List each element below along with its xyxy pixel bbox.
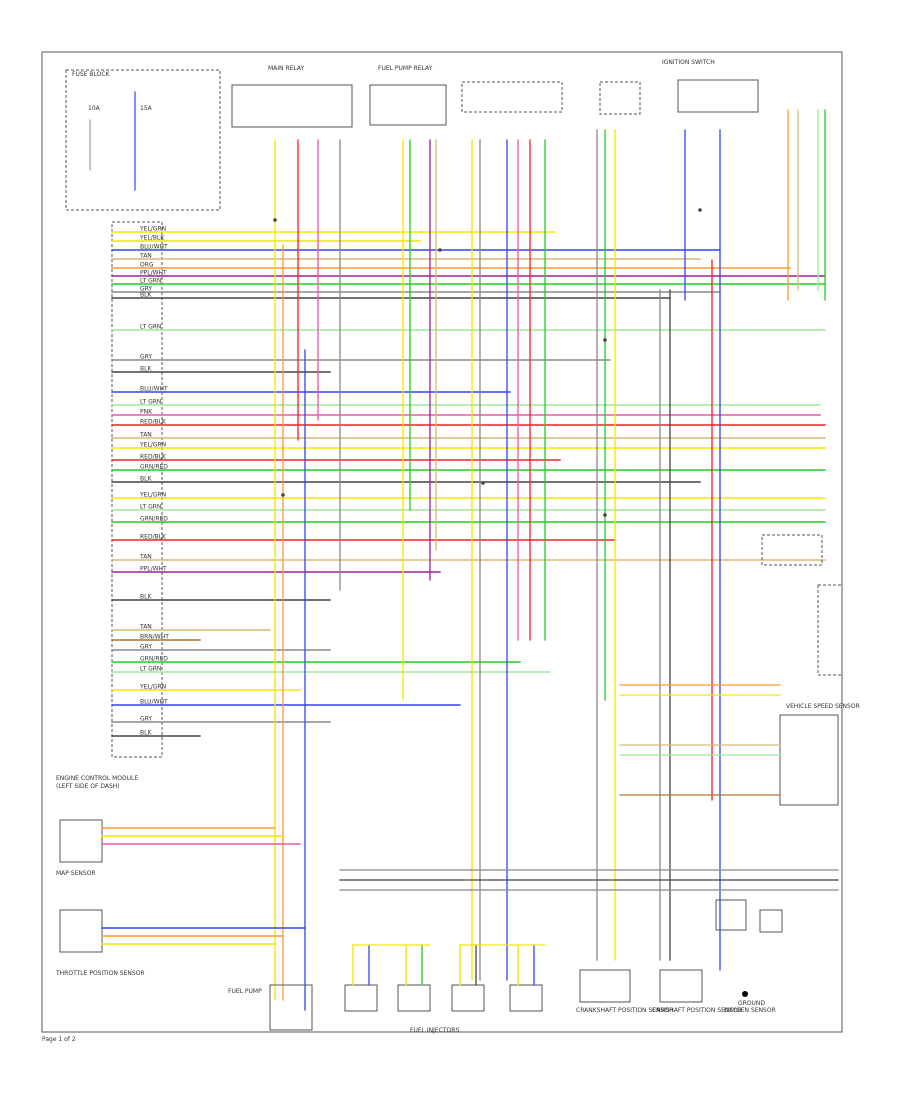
tps-label: THROTTLE POSITION SENSOR [55,970,145,977]
injector-1 [344,984,378,1012]
knock-sensor-box [759,909,783,933]
cam-sensor-box [659,969,703,1003]
ecm-wire-label-33: LT GRN [140,666,161,673]
ecm-wire-label-21: BLK [140,476,152,483]
splice-dot-5 [698,208,702,212]
ecm-wire-label-31: GRY [140,644,152,651]
main-relay-label: MAIN RELAY [268,65,305,72]
ecm-wire-label-19: RED/BLK [140,454,167,461]
ecm-wire-label-20: GRN/RED [140,464,168,471]
fuel-injectors-label: FUEL INJECTORS [410,1027,459,1034]
ecm-sublabel: (LEFT SIDE OF DASH) [56,783,120,790]
ecm-wire-label-24: GRN/RED [140,516,168,523]
ecm-wire-label-6: PPL/WHT [140,270,167,277]
ground-label: GROUND [738,1000,765,1007]
diagram-border [41,51,843,1033]
ecm-wire-label-34: YEL/GRN [139,684,166,691]
ecm-wire-label-23: LT GRN [140,504,161,511]
ecm-wire-label-4: TAN [139,253,152,260]
ecm-wire-label-14: LT GRN [140,399,161,406]
ecm-wire-label-27: PPL/WHT [140,566,167,573]
ecm-wire-label-29: TAN [139,624,152,631]
ecm-wire-label-37: BLK [140,730,152,737]
ecm-wire-label-7: LT GRN [140,278,161,285]
fuse-label-1: 10A [88,105,101,112]
vss-box [779,714,839,806]
crank-sensor-box [579,969,631,1003]
fuel-pump-box-top [461,81,563,113]
ground-symbol [742,991,748,997]
fuse-block-label: FUSE BLOCK [72,71,111,78]
ecm-wire-label-36: GRY [140,716,152,723]
fuel-pump-box [269,984,313,1031]
splice-dot-2 [481,481,485,485]
ecm-wire-label-1: YEL/GRN [139,226,166,233]
injector-4 [509,984,543,1012]
splice-dot-7 [438,248,442,252]
ecm-wire-label-30: BRN/WHT [140,634,169,641]
o2-heater-box [715,899,747,931]
ecm-wire-label-25: RED/BLK [140,534,167,541]
fuel-pump-relay-label: FUEL PUMP RELAY [378,65,433,72]
ecm-wire-label-22: YEL/GRN [139,492,166,499]
ecm-wire-label-12: BLK [140,366,152,373]
relay-box-3 [599,81,641,115]
ecm-wire-label-3: BLU/WHT [140,244,168,251]
vss-label: VEHICLE SPEED SENSOR [786,703,860,710]
ecm-wire-label-18: YEL/GRN [139,442,166,449]
ecm-wire-label-5: ORG [140,262,154,269]
crank-sensor-label: CRANKSHAFT POSITION SENSOR [576,1007,673,1014]
ecm-wire-label-13: BLU/WHT [140,386,168,393]
ecm-wire-label-26: TAN [139,554,152,561]
ignition-switch-box [677,79,759,113]
ecm-wire-label-32: GRN/RED [140,656,168,663]
relay-box-2 [369,84,447,126]
tps-box [59,909,103,953]
ecm-wire-label-9: BLK [140,292,152,299]
ignition-switch-label: IGNITION SWITCH [662,59,715,66]
ecm-wire-label-17: TAN [139,432,152,439]
map-sensor-box [59,819,103,863]
o2-sensor-label: OXYGEN SENSOR [724,1007,776,1014]
ecm-wire-label-16: RED/BLK [140,419,167,426]
ecm-wire-label-35: BLU/WHT [140,699,168,706]
injector-2 [397,984,431,1012]
map-sensor-label: MAP SENSOR [56,870,96,877]
cam-sensor-label: CAMSHAFT POSITION SENSOR [652,1007,742,1014]
fuse-label-2: 15A [140,105,153,112]
ecm-wire-label-8: GRY [140,286,152,293]
ecm-wire-label-11: GRY [140,354,152,361]
ecm-wire-label-15: PNK [140,409,153,416]
ecm-wire-label-2: YEL/BLK [139,235,165,242]
page-footer: Page 1 of 2 [42,1036,76,1043]
ecm-wire-label-10: LT GRN [140,324,161,331]
main-relay-box [231,84,353,128]
ecm-outline [111,221,163,758]
splice-dot-1 [281,493,285,497]
injector-3 [451,984,485,1012]
splice-dot-4 [603,513,607,517]
splice-dot-3 [603,338,607,342]
fuse-box-outline [65,69,221,211]
splice-dot-6 [273,218,277,222]
right-connector-2 [761,534,823,566]
fuel-pump-label: FUEL PUMP [228,988,262,995]
right-connector-1 [817,584,843,676]
ecm-label: ENGINE CONTROL MODULE [56,775,138,782]
ecm-wire-label-28: BLK [140,594,152,601]
